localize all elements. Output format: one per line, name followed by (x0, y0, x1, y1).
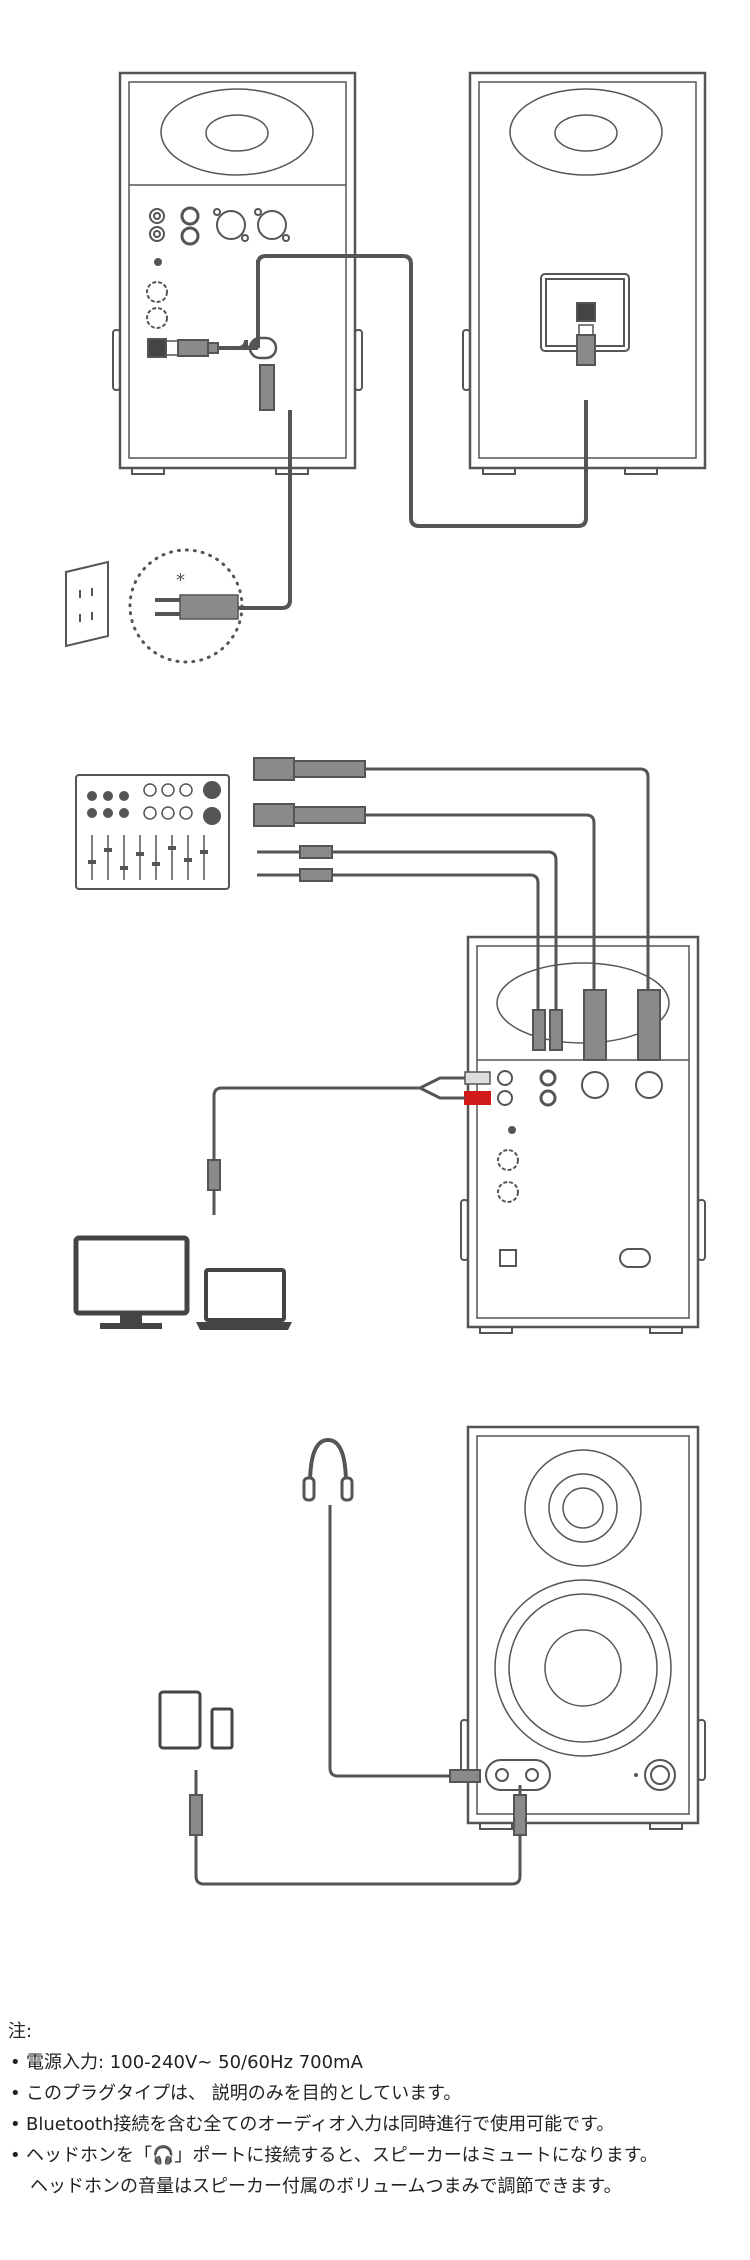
input-connection-diagram (73, 757, 706, 1334)
wall-outlet-icon (65, 560, 109, 648)
bullet: • (10, 2083, 21, 2104)
headphone-aux-diagram (158, 1425, 706, 1886)
note-item: •Bluetooth接続を含む全てのオーディオ入力は同時進行で使用可能です。 (8, 2109, 658, 2140)
note-continuation: ヘッドホンの音量はスピーカー付属のボリュームつまみで調節できます。 (30, 2176, 622, 2197)
note-text: 電源入力: 100-240V~ 50/60Hz 700mA (26, 2052, 363, 2073)
note-text: Bluetooth接続を含む全てのオーディオ入力は同時進行で使用可能です。 (26, 2114, 615, 2135)
mixer-icon (75, 774, 230, 890)
note-text: このプラグタイプは、 説明のみを目的としています。 (26, 2083, 462, 2104)
note-text: ヘッドホンを「🎧」ポートに接続すると、スピーカーはミュートになります。 (26, 2145, 658, 2166)
bullet: • (10, 2145, 21, 2166)
power-plug: * (128, 548, 244, 664)
note-item: •電源入力: 100-240V~ 50/60Hz 700mA (8, 2047, 658, 2078)
note-item: •ヘッドホンを「🎧」ポートに接続すると、スピーカーはミュートになります。 (8, 2140, 658, 2171)
left-speaker-rear (112, 71, 363, 475)
trs-cables (257, 845, 558, 1010)
aux-cable (189, 1770, 527, 1886)
xlr-inputs (213, 208, 290, 242)
note-item: •このプラグタイプは、 説明のみを目的としています。 (8, 2078, 658, 2109)
rca-to-3.5mm-cable (207, 1071, 491, 1215)
headphone-plug (449, 1769, 481, 1783)
connection-diagrams: * (65, 71, 707, 1886)
notes-title: 注: (8, 2021, 33, 2042)
plug-note-mark: * (176, 570, 185, 591)
speaker-rear-inputs (460, 935, 706, 1334)
phone-icon (210, 1707, 234, 1750)
xlr-cables (253, 757, 650, 990)
bullet: • (10, 2052, 21, 2073)
speaker-connection-cable (256, 254, 588, 528)
power-cord (238, 410, 292, 610)
power-connection-diagram: * (65, 71, 707, 664)
headphone-cable (328, 1505, 450, 1778)
bullet: • (10, 2114, 21, 2135)
tablet-icon (158, 1690, 202, 1750)
laptop-icon (196, 1268, 292, 1330)
speaker-front (460, 1425, 706, 1830)
notes-section: 注: •電源入力: 100-240V~ 50/60Hz 700mA •このプラグ… (8, 2016, 658, 2202)
rca-inputs (149, 208, 165, 242)
trs-inputs (180, 206, 200, 246)
monitor-icon (73, 1235, 190, 1329)
headphones-icon (302, 1437, 354, 1502)
